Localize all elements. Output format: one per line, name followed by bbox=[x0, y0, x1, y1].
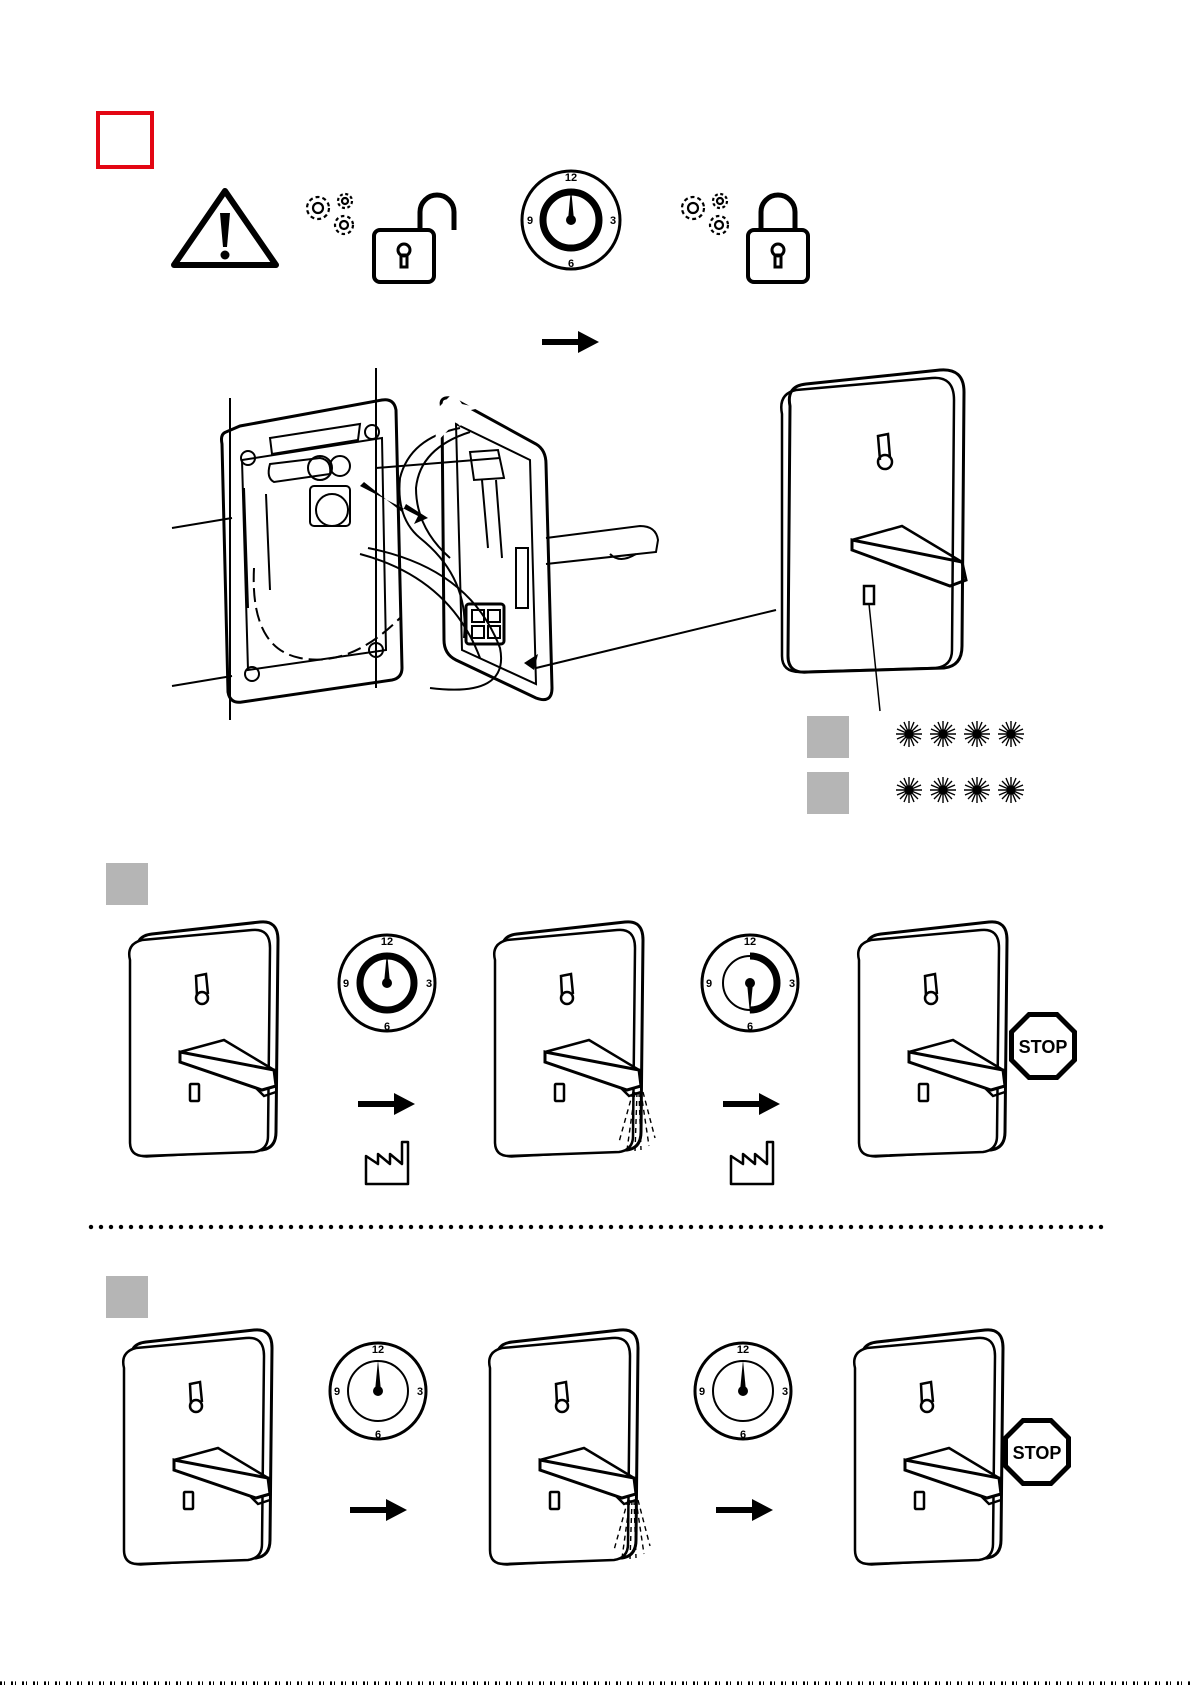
unit-drawing-spraying bbox=[489, 920, 679, 1180]
step-marker-red bbox=[96, 111, 154, 169]
factory-icon bbox=[364, 1136, 412, 1188]
stop-sign-label: STOP bbox=[1019, 1037, 1068, 1057]
unit-drawing-spraying bbox=[484, 1328, 674, 1588]
footer-barcode-strip bbox=[0, 1676, 1191, 1685]
stop-sign-icon: STOP bbox=[1007, 1010, 1079, 1082]
factory-icon bbox=[729, 1136, 777, 1188]
clock-label-12: 12 bbox=[744, 936, 756, 948]
option-marker-a bbox=[807, 716, 849, 758]
section-divider bbox=[86, 1224, 1106, 1230]
clock-label-3: 3 bbox=[789, 978, 795, 990]
clock-label-3: 3 bbox=[610, 215, 616, 227]
padlock-unlocked-icon bbox=[370, 188, 470, 286]
arrow-right-icon bbox=[723, 1092, 781, 1116]
clock-label-9: 9 bbox=[334, 1386, 340, 1398]
clock-label-9: 9 bbox=[343, 978, 349, 990]
clock-label-6: 6 bbox=[747, 1021, 753, 1033]
arrow-right-icon bbox=[716, 1498, 774, 1522]
unit-drawing bbox=[849, 1328, 1019, 1568]
clock-label-12: 12 bbox=[737, 1344, 749, 1356]
clock-label-9: 9 bbox=[699, 1386, 705, 1398]
clock-label-9: 9 bbox=[706, 978, 712, 990]
padlock-locked-icon bbox=[745, 188, 815, 286]
arrow-right-icon bbox=[358, 1092, 416, 1116]
arrow-right-icon bbox=[350, 1498, 408, 1522]
stop-sign-label: STOP bbox=[1013, 1443, 1062, 1463]
section-marker-b bbox=[106, 1276, 148, 1318]
clock-icon: 12 3 6 9 bbox=[692, 1340, 794, 1442]
section-marker-a bbox=[106, 863, 148, 905]
clock-icon: 12 3 6 9 bbox=[699, 932, 801, 1034]
clock-label-12: 12 bbox=[372, 1344, 384, 1356]
gears-icon bbox=[300, 190, 360, 242]
clock-label-3: 3 bbox=[426, 978, 432, 990]
unit-drawing bbox=[118, 1328, 288, 1568]
clock-label-6: 6 bbox=[384, 1021, 390, 1033]
clock-label-6: 6 bbox=[568, 258, 574, 270]
option-marker-b bbox=[807, 772, 849, 814]
stop-sign-icon: STOP bbox=[1001, 1416, 1073, 1488]
unit-drawing bbox=[124, 920, 294, 1160]
clock-label-12: 12 bbox=[381, 936, 393, 948]
clock-label-3: 3 bbox=[782, 1386, 788, 1398]
led-blink-icon bbox=[895, 722, 1045, 822]
clock-label-12: 12 bbox=[565, 172, 577, 184]
clock-label-6: 6 bbox=[375, 1429, 381, 1441]
clock-icon: 12 3 6 9 bbox=[327, 1340, 429, 1442]
gears-icon bbox=[675, 190, 735, 242]
clock-label-6: 6 bbox=[740, 1429, 746, 1441]
unit-drawing bbox=[853, 920, 1023, 1160]
clock-icon: 12 3 6 9 bbox=[519, 168, 623, 272]
clock-label-9: 9 bbox=[527, 215, 533, 227]
electronics-installation-drawing bbox=[170, 368, 700, 728]
closed-unit-drawing bbox=[772, 366, 968, 676]
warning-icon bbox=[170, 185, 280, 271]
clock-label-3: 3 bbox=[417, 1386, 423, 1398]
arrow-right-icon bbox=[542, 330, 600, 354]
clock-icon: 12 3 6 9 bbox=[336, 932, 438, 1034]
